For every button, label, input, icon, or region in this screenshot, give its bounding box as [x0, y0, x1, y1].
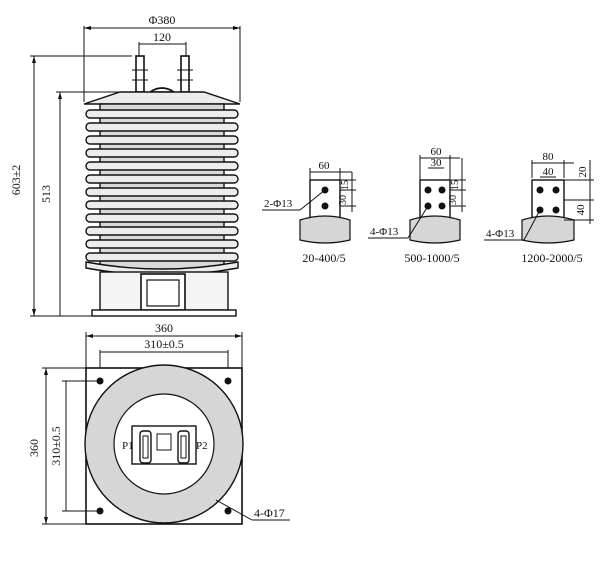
terminal-detail-3: 80 40 20 40 4-Φ13 1200-2000/5 [484, 151, 594, 265]
detail3-width: 80 [543, 151, 555, 163]
bottom-view: 360 310±0.5 P1 P2 360 31 [27, 321, 290, 525]
front-view: Φ380 120 [9, 13, 241, 317]
mount-hole [224, 377, 232, 385]
label-mount-holes: 4-Φ17 [254, 506, 285, 520]
terminal-p1 [132, 55, 148, 93]
top-cap [83, 91, 241, 105]
label-p1: P1 [122, 440, 134, 452]
detail3-ratio: 1200-2000/5 [521, 251, 582, 265]
dim-terminal-spacing: 120 [153, 30, 171, 44]
label-p2: P2 [196, 440, 208, 452]
detail2-holes: 4-Φ13 [370, 226, 399, 238]
detail1-width: 60 [319, 160, 331, 172]
base-plate [91, 309, 237, 317]
detail2-width: 60 [431, 146, 443, 158]
detail2-dim-b: 30 [448, 195, 459, 205]
detail1-holes: 2-Φ13 [264, 198, 293, 210]
detail2-dim-a: 15 [450, 180, 461, 190]
detail3-holes: 4-Φ13 [486, 228, 515, 240]
terminal-box [140, 273, 186, 311]
detail3-dim-b: 40 [575, 204, 587, 216]
dim-base-height: 360 [27, 439, 41, 457]
dim-hole-spacing-x: 310±0.5 [144, 337, 184, 351]
detail1-dim-a: 15 [340, 180, 351, 190]
detail2-inner: 30 [431, 157, 443, 169]
detail1-ratio: 20-400/5 [302, 251, 345, 265]
dim-hole-spacing-y: 310±0.5 [49, 426, 63, 466]
dim-overall-width: Φ380 [149, 13, 176, 27]
terminal-p2 [177, 55, 193, 93]
detail3-dim-a: 20 [577, 166, 589, 178]
dim-base-width: 360 [155, 321, 173, 335]
dim-overall-height: 603±2 [9, 165, 23, 196]
terminal-detail-1: 60 15 30 2-Φ13 20-400/5 [262, 160, 356, 265]
detail1-dim-b: 30 [338, 195, 349, 205]
detail3-inner: 40 [543, 166, 555, 178]
terminal-detail-2: 60 30 15 30 4-Φ13 500-1000/5 [368, 146, 466, 265]
mount-hole [224, 507, 232, 515]
dim-insulator-height: 513 [39, 185, 53, 203]
detail2-ratio: 500-1000/5 [404, 251, 459, 265]
